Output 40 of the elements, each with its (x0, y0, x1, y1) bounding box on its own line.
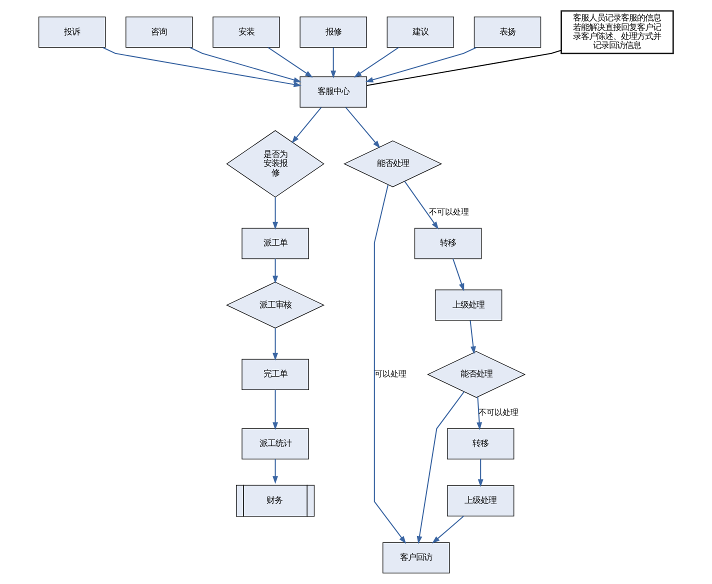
arrow (365, 47, 477, 82)
node-box: 上级处理 (434, 290, 502, 321)
node-diamond: 派工审核 (226, 282, 325, 328)
arrow (330, 48, 336, 78)
node-box: 派工统计 (242, 428, 309, 460)
node-diamond: 是否为安装报修 (226, 130, 324, 198)
node-diamond: 能否处理 (427, 351, 526, 398)
arrow (345, 106, 380, 148)
node-box: 表扬 (474, 16, 542, 48)
arrow (102, 47, 302, 88)
node-box: 客服中心 (300, 76, 367, 108)
connector (366, 50, 562, 86)
arrow (354, 47, 399, 78)
node-box: 客服人员记录客服的信息若能解决直接回复客户记录客户陈述、处理方式并记录回访信息 (560, 10, 674, 54)
node-box: 报修 (300, 16, 367, 48)
node-box: 建议 (386, 16, 454, 48)
arrow (272, 459, 278, 484)
arrow (452, 258, 464, 292)
node-box: 转移 (414, 228, 482, 260)
arrow (272, 197, 278, 230)
arrow (470, 320, 476, 354)
node-box: 转移 (446, 428, 514, 460)
arrow (416, 391, 464, 544)
node-box: 安装 (212, 16, 280, 48)
arrow (272, 328, 278, 361)
arrow (432, 516, 464, 544)
arrow (272, 258, 278, 284)
node-box: 客户回访 (382, 542, 450, 574)
node-box: 派工单 (242, 228, 309, 260)
node-box: 完工单 (242, 358, 309, 390)
node-box: 咨询 (126, 16, 193, 48)
node-box: 投诉 (38, 16, 106, 48)
arrow (478, 459, 484, 488)
node-box: 上级处理 (446, 485, 514, 516)
arrow (374, 184, 406, 544)
arrow (404, 181, 439, 230)
arrow (268, 47, 313, 78)
arrow (272, 390, 278, 430)
arrow (292, 106, 322, 144)
arrow (190, 47, 302, 83)
